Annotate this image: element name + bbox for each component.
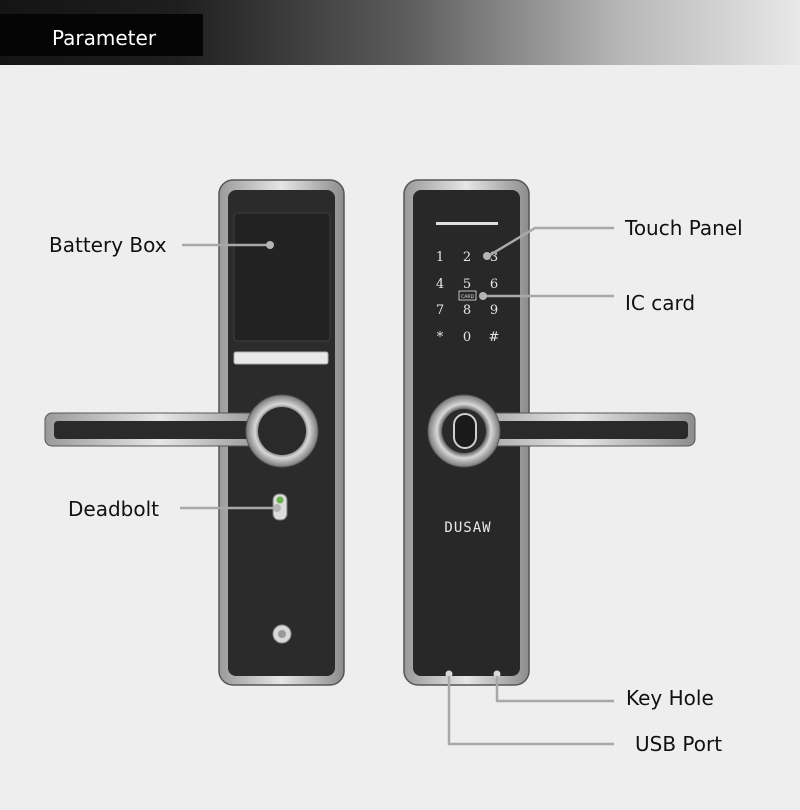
keypad-key: 3 <box>490 250 498 265</box>
keypad-key: 9 <box>490 303 498 318</box>
keypad-key: 5 <box>463 277 471 292</box>
keypad-key: 0 <box>463 330 471 345</box>
keypad-key: 1 <box>436 250 444 265</box>
keypad-key: 4 <box>436 277 444 292</box>
keypad: 1 2 3 4 5 6 7 8 9 * 0 # <box>436 250 500 345</box>
page-title: Parameter <box>52 26 157 50</box>
usb-port <box>445 670 453 678</box>
brand-logo: DUSAW <box>444 520 491 536</box>
battery-box-cover <box>233 212 331 342</box>
card-icon <box>458 290 477 301</box>
label-key-hole: Key Hole <box>626 686 714 710</box>
fingerprint-reader <box>453 413 477 449</box>
keypad-key: 2 <box>463 250 471 265</box>
leader-key-hole <box>495 676 614 703</box>
label-usb-port: USB Port <box>635 732 723 756</box>
header-tab <box>0 14 203 56</box>
card-icon-label: CARD <box>461 294 474 300</box>
keypad-key: 7 <box>436 303 444 318</box>
label-ic-card: IC card <box>625 291 696 315</box>
keypad-key: 8 <box>463 303 471 318</box>
keypad-key: * <box>437 330 444 345</box>
leader-touch-panel <box>489 226 614 257</box>
label-deadbolt: Deadbolt <box>68 497 159 521</box>
label-touch-panel: Touch Panel <box>625 216 743 240</box>
keypad-key: # <box>489 330 500 345</box>
inner-lock-body <box>44 179 345 686</box>
leader-lines <box>180 226 614 746</box>
outer-lock-body: 1 2 3 4 5 6 7 8 9 * 0 # CARD DUSAW <box>403 179 696 686</box>
key-hole <box>493 670 501 678</box>
keypad-key: 6 <box>490 277 498 292</box>
label-battery-box: Battery Box <box>49 233 167 257</box>
leader-usb-port <box>447 676 614 746</box>
